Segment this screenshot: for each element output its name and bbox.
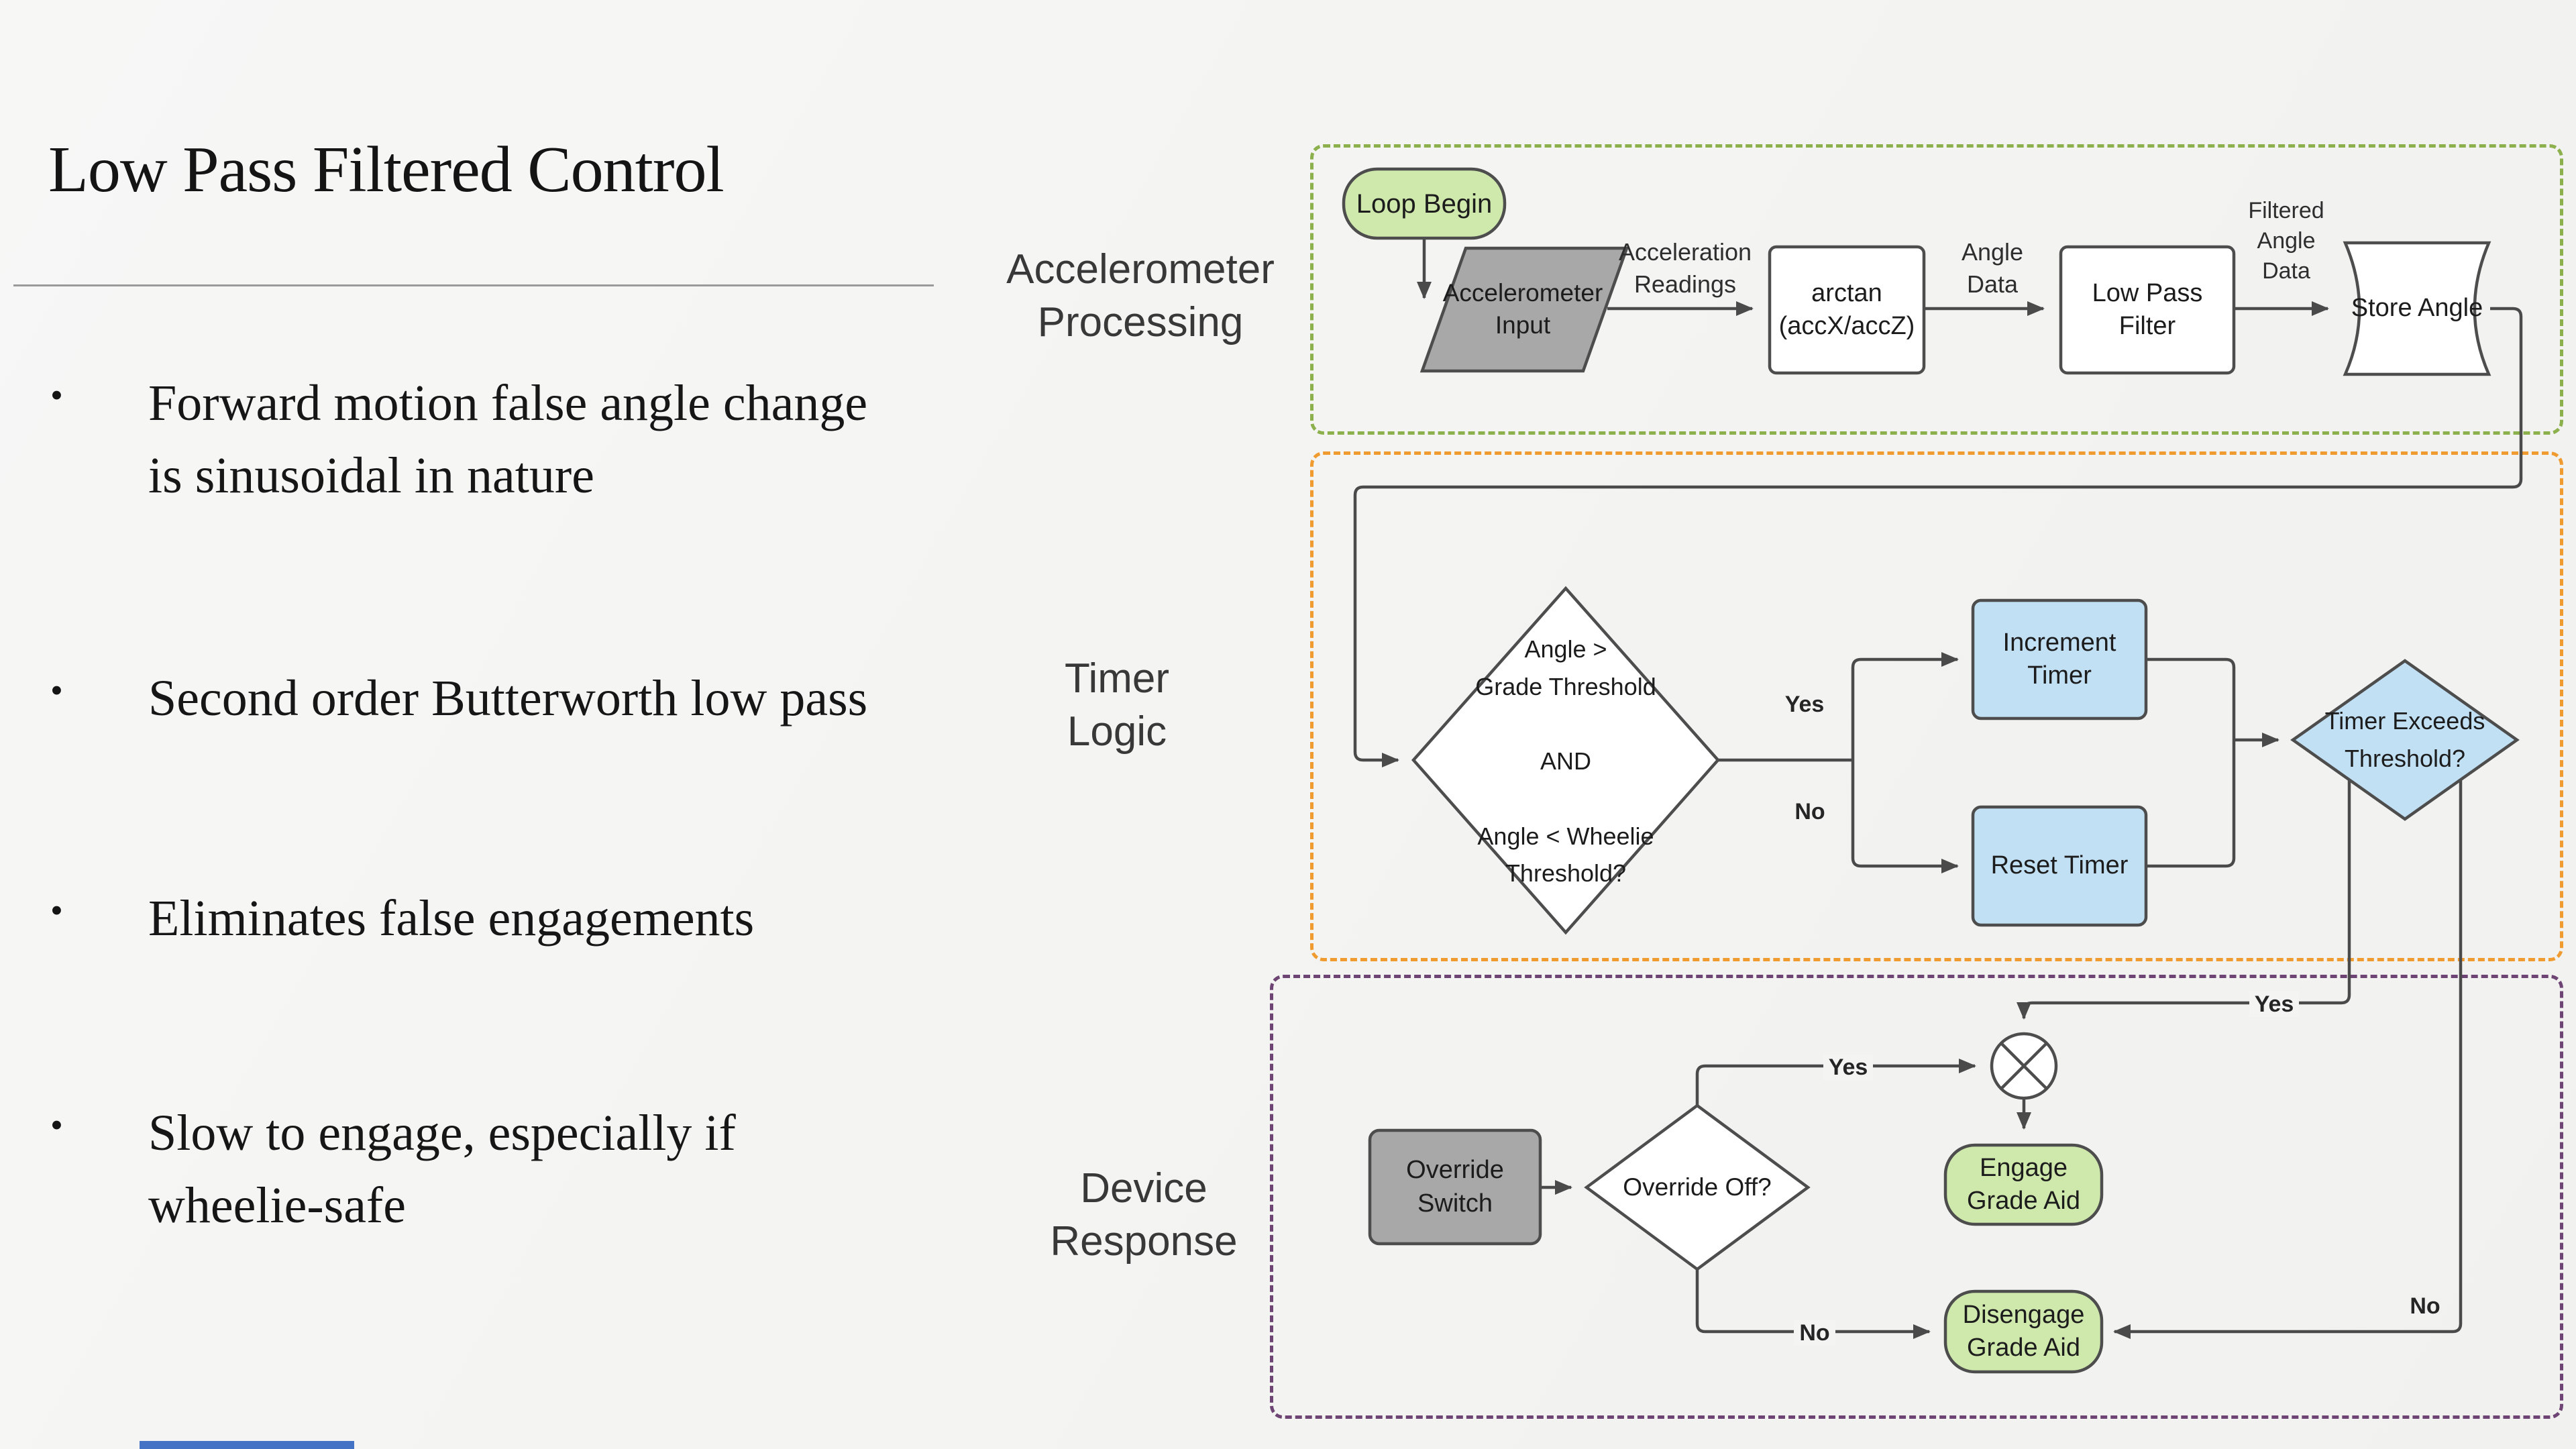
override-switch-node: [1368, 1128, 1542, 1246]
section-label-timer-logic: Timer Logic: [1064, 655, 1170, 755]
override-off-node: [1584, 1104, 1811, 1271]
timer-logic-box: [1310, 451, 2563, 961]
edge-override-no: [1695, 1269, 1931, 1339]
edge-storeangle-decision: [1353, 307, 2523, 767]
edge-reset-merge: [2146, 740, 2236, 868]
engage-grade-aid-node: [1943, 1143, 2104, 1226]
bullet-icon: •: [50, 670, 63, 710]
section-label-device-response: Device Response: [1050, 1165, 1238, 1265]
angle-decision-node: [1411, 586, 1721, 935]
page-title: Low Pass Filtered Control: [48, 133, 724, 206]
edge-override-yes: [1695, 1059, 1976, 1106]
bullet-text: Second order Butterworth low pass: [148, 670, 868, 727]
reset-timer-node: [1971, 805, 2148, 927]
bullet-text: Forward motion false angle change is sin…: [148, 375, 868, 504]
disengage-grade-aid-node: [1943, 1289, 2104, 1374]
accelerometer-processing-box: [1310, 144, 2563, 435]
bottom-accent-bar: [140, 1441, 354, 1449]
bullet-icon: •: [50, 1105, 63, 1145]
low-pass-filter-node: [2059, 245, 2236, 375]
edge-decision-no: [1851, 760, 1959, 873]
accelerometer-input-node: [1419, 246, 1629, 373]
edge-timer-no: [2113, 780, 2463, 1339]
bullet-text: Slow to engage, especially if wheelie-sa…: [148, 1105, 736, 1234]
edge-timer-yes: [2017, 780, 2351, 1020]
arctan-node: [1768, 245, 1926, 375]
increment-timer-node: [1971, 598, 2148, 720]
bullet-icon: •: [50, 375, 63, 415]
device-response-box: [1270, 975, 2563, 1419]
edge-increment-merge: [2146, 657, 2236, 740]
loop-begin-node: [1342, 167, 1507, 240]
edge-decision-yes: [1851, 652, 1959, 760]
and-junction-cross: [2000, 1042, 2048, 1090]
section-label-accelerometer-processing: Accelerometer Processing: [1006, 246, 1275, 346]
bullet-text: Eliminates false engagements: [148, 890, 755, 947]
title-divider: [13, 284, 934, 286]
timer-exceeds-node: [2290, 659, 2520, 821]
store-angle-node: [2343, 241, 2491, 376]
bullet-icon: •: [50, 890, 63, 930]
